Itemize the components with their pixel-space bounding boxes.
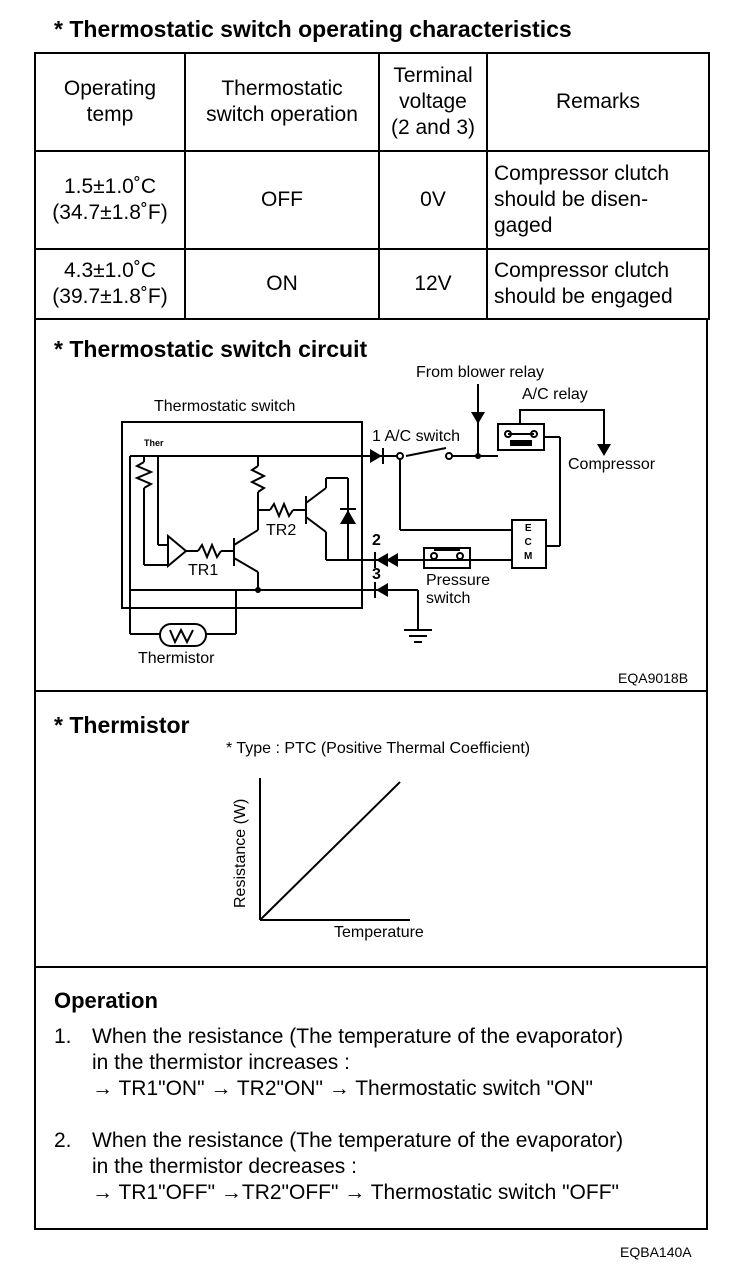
thermistor-type-note: * Type : PTC (Positive Thermal Coefficie… <box>226 740 531 757</box>
table-row: 1.5±1.0˚C(34.7±1.8˚F) OFF 0V Compressor … <box>34 150 710 250</box>
tr2-label: TR2 <box>266 522 297 539</box>
ac-switch-label: 1 A/C switch <box>372 428 461 445</box>
operation-item-1: When the resistance (The temperature of … <box>92 1025 624 1100</box>
cell-voltage: 0V <box>378 150 488 250</box>
footer-code: EQBA140A <box>620 1244 692 1260</box>
series-line <box>259 781 401 921</box>
header-remarks: Remarks <box>486 52 710 152</box>
ptc-chart <box>259 778 410 921</box>
circuit-title: * Thermostatic switch circuit <box>54 336 368 362</box>
circuit-diagram <box>121 384 611 647</box>
thermistor-title: * Thermistor <box>54 712 190 738</box>
operation-item-2: When the resistance (The temperature of … <box>92 1129 624 1204</box>
x-axis-label: Temperature <box>334 924 424 941</box>
table-row: 4.3±1.0˚C(39.7±1.8˚F) ON 12V Compressor … <box>34 248 710 320</box>
terminal-2-label: 2 <box>372 532 381 549</box>
item-number: 2. <box>54 1129 72 1152</box>
spec-title: * Thermostatic switch operating characte… <box>54 16 572 42</box>
tr1-label: TR1 <box>188 562 219 579</box>
ther-label: Ther <box>144 438 164 448</box>
item-number: 1. <box>54 1025 72 1048</box>
cell-voltage: 12V <box>378 248 488 320</box>
cell-temp: 4.3±1.0˚C(39.7±1.8˚F) <box>34 248 186 320</box>
thermistor-label: Thermistor <box>138 650 215 667</box>
from-blower-relay-label: From blower relay <box>416 364 545 381</box>
terminal-3-label: 3 <box>372 566 381 583</box>
circuit-code: EQA9018B <box>618 670 689 686</box>
compressor-label: Compressor <box>568 456 656 473</box>
operation-title: Operation <box>54 988 158 1013</box>
operation-section <box>34 966 708 1230</box>
thermostatic-switch-label: Thermostatic switch <box>154 398 296 415</box>
ac-relay-label: A/C relay <box>522 386 588 403</box>
y-axis-label: Resistance (W) <box>232 798 249 908</box>
cell-operation: OFF <box>184 150 380 250</box>
cell-temp: 1.5±1.0˚C(34.7±1.8˚F) <box>34 150 186 250</box>
thermostatic-switch-box <box>121 421 363 609</box>
